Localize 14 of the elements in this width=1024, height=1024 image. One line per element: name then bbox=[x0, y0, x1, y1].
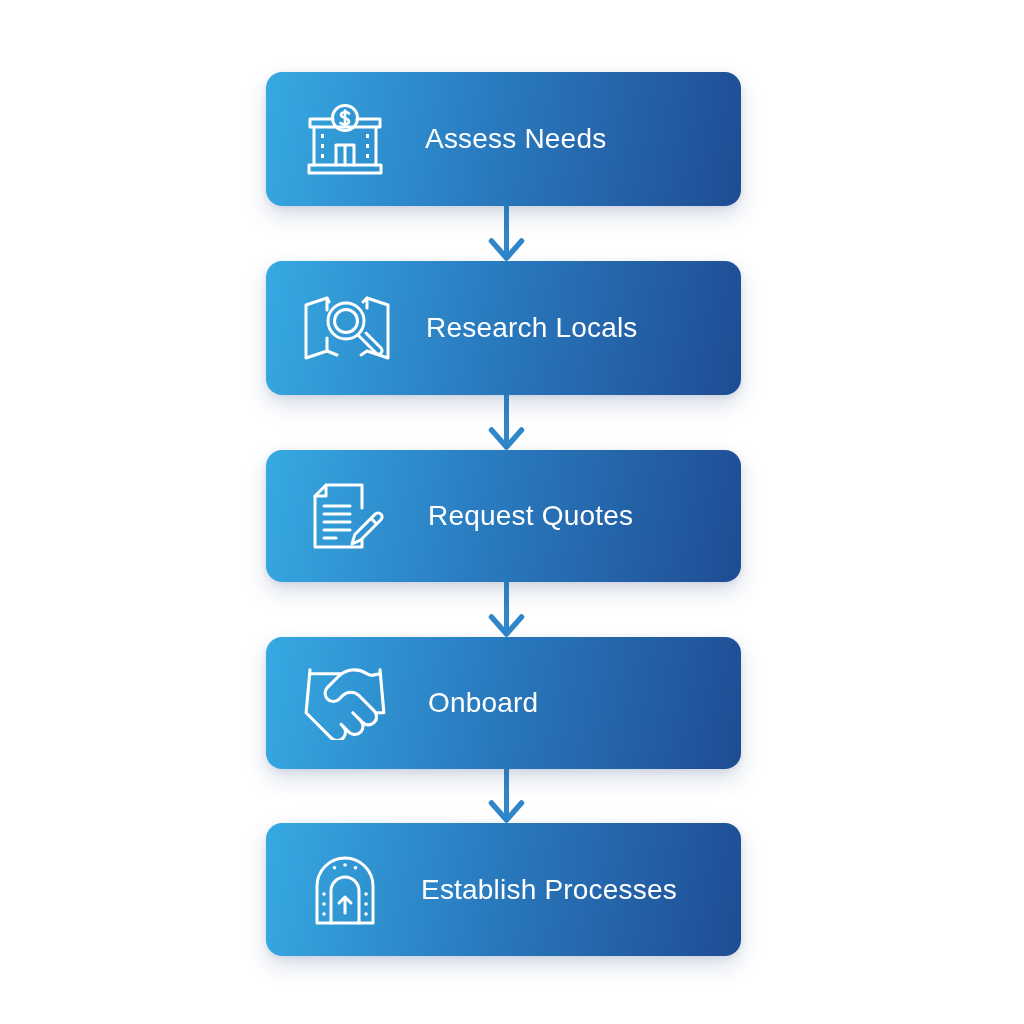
process-box bbox=[266, 72, 741, 206]
process-box bbox=[266, 261, 741, 395]
step-label: Request Quotes bbox=[428, 500, 634, 532]
arrow bbox=[488, 582, 525, 637]
arrow bbox=[488, 769, 525, 823]
step-label: Establish Processes bbox=[421, 873, 677, 906]
step-label: Assess Needs bbox=[425, 123, 607, 155]
process-box bbox=[266, 637, 741, 769]
step-label: Research Locals bbox=[426, 312, 638, 344]
process-box bbox=[266, 823, 741, 956]
process-box bbox=[266, 450, 741, 582]
arrow bbox=[488, 395, 525, 450]
arrow bbox=[488, 206, 525, 261]
step-label: Onboard bbox=[428, 687, 539, 719]
